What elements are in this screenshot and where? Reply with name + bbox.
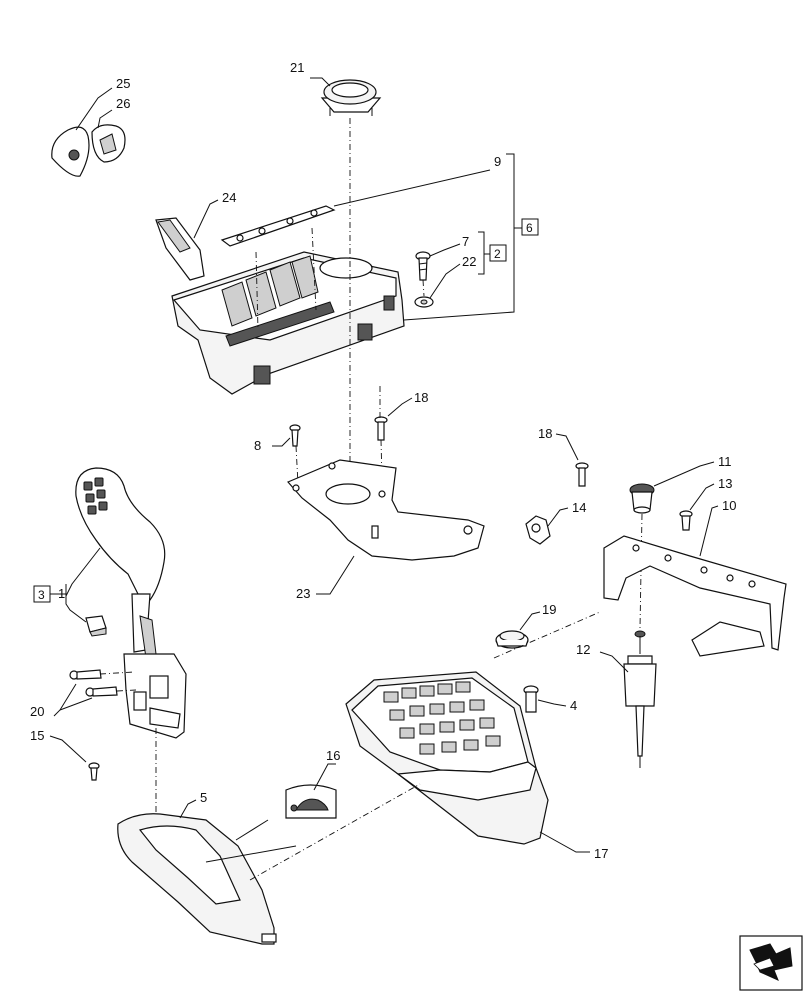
callout-10: 10 [722, 498, 736, 513]
part-10-armrest-bracket [603, 535, 787, 657]
callout-17: 17 [594, 846, 608, 861]
console-switch-row [221, 255, 319, 327]
callout-25: 25 [116, 76, 130, 91]
callout-box-2 [489, 244, 507, 262]
part-26-knob-cap [91, 124, 126, 163]
callout-13: 13 [718, 476, 732, 491]
turtle-speed-icon [290, 798, 329, 812]
callout-19: 19 [542, 602, 556, 617]
joystick-cap [85, 615, 107, 637]
part-18-screw-lower [575, 462, 589, 487]
callout-14: 14 [572, 500, 586, 515]
callout-21: 21 [290, 60, 304, 75]
part-20-screws [69, 669, 118, 697]
part-9-switch-plate [220, 205, 336, 247]
callout-18-lower: 18 [538, 426, 552, 441]
part-15-screw [88, 762, 100, 781]
callout-1: 1 [58, 586, 65, 601]
callout-15: 15 [30, 728, 44, 743]
callout-5: 5 [200, 790, 207, 805]
callout-11: 11 [718, 454, 732, 469]
callout-box-6 [521, 218, 539, 236]
part-7-screw [415, 251, 431, 281]
part-14-clip [525, 515, 551, 545]
part-5-armrest-cover [117, 813, 277, 945]
console-housing [171, 251, 405, 395]
part-24-cover [155, 217, 205, 281]
callout-3: 3 [38, 588, 45, 602]
part-21-grommet [320, 79, 382, 116]
callout-24: 24 [222, 190, 236, 205]
part-17-fuse-box [345, 671, 549, 845]
part-18-screw-upper [374, 416, 388, 441]
part-25-knob-cap [51, 126, 90, 177]
callout-9: 9 [494, 154, 501, 169]
part-16-turtle-label [285, 784, 337, 819]
part-1-joystick [75, 467, 187, 739]
callout-6: 6 [526, 221, 533, 235]
part-11-knob [629, 483, 655, 514]
part-19-grommet [495, 630, 529, 649]
callout-26: 26 [116, 96, 130, 111]
callout-18-upper: 18 [414, 390, 428, 405]
next-page-arrow-icon[interactable] [739, 935, 803, 991]
joystick-buttons [83, 477, 108, 515]
part-13-pin [679, 510, 693, 531]
part-23-bracket [287, 459, 485, 561]
callout-8: 8 [254, 438, 261, 453]
part-8-screw [289, 424, 301, 447]
callout-22: 22 [462, 254, 476, 269]
part-4-bolt [523, 685, 539, 713]
fuse-box-connectors [383, 681, 501, 755]
callout-23: 23 [296, 586, 310, 601]
part-12-switch [623, 630, 657, 768]
callout-2: 2 [494, 247, 501, 261]
callout-7: 7 [462, 234, 469, 249]
callout-12: 12 [576, 642, 590, 657]
callout-16: 16 [326, 748, 340, 763]
callout-20: 20 [30, 704, 44, 719]
part-22-washer [414, 296, 434, 308]
callout-4: 4 [570, 698, 577, 713]
